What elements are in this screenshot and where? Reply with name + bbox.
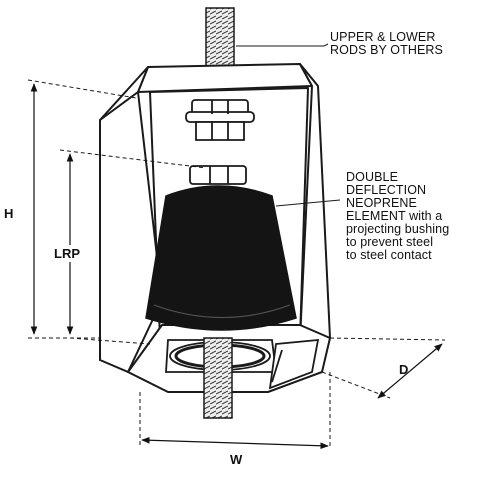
dimension-lines: [30, 83, 443, 450]
height-dimension-label: H: [4, 205, 14, 222]
upper-nut: [185, 99, 255, 141]
element-callout-line-3: NEOPRENE: [346, 196, 417, 210]
leader-lines: [236, 43, 341, 207]
rods-callout-line-1: UPPER & LOWER: [330, 30, 436, 44]
element-callout-line-6: to prevent steel: [346, 235, 434, 249]
lrp-dimension-label: LRP: [54, 245, 80, 262]
element-callout-line-7: to steel contact: [346, 248, 432, 262]
element-callout: DOUBLE DEFLECTION NEOPRENE ELEMENT with …: [346, 171, 449, 262]
element-callout-line-5: projecting bushing: [346, 222, 450, 236]
rods-callout-line-2: RODS BY OTHERS: [330, 43, 443, 57]
element-callout-line-1: DOUBLE: [346, 170, 399, 184]
element-callout-line-2: DEFLECTION: [346, 183, 427, 197]
extension-lines: [27, 79, 446, 448]
neoprene-element: [145, 185, 297, 331]
lower-rod: [203, 337, 233, 419]
element-callout-line-4: ELEMENT with a: [346, 209, 443, 223]
width-dimension-label: W: [230, 452, 243, 467]
depth-dimension-label: D: [399, 362, 409, 377]
lower-nut: [189, 165, 247, 185]
rods-callout: UPPER & LOWER RODS BY OTHERS: [330, 31, 443, 57]
